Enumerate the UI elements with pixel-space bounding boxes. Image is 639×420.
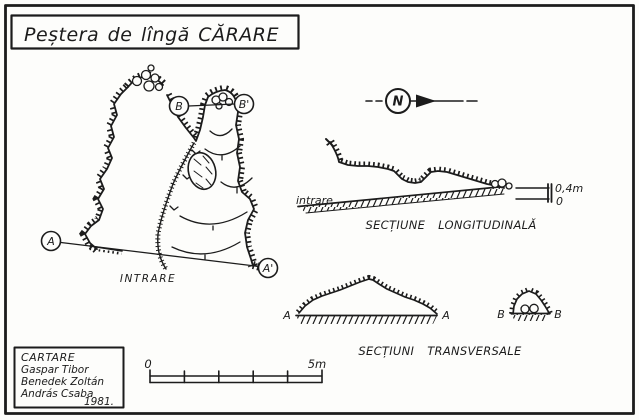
- elev-scale-bars: [547, 183, 553, 203]
- cross-section-aa: A A: [282, 274, 450, 324]
- block: [215, 102, 223, 110]
- scale-bar: 0 5m: [144, 357, 327, 384]
- survey-line-aa: A A': [40, 230, 279, 279]
- bb-left-label: B: [497, 308, 505, 321]
- right-lobe-line: [207, 89, 237, 102]
- plan-boulder: [187, 151, 217, 191]
- bb-line: [187, 103, 236, 107]
- outer-frame: [4, 4, 635, 415]
- credits-author-1: Gaspar Tibor: [21, 364, 89, 376]
- aa-line: [60, 241, 260, 268]
- aa-air-mask: [299, 279, 437, 317]
- ls-boulder: [490, 179, 500, 189]
- boulder-outline: [187, 151, 217, 191]
- marker-b-prime-circle: [233, 93, 255, 115]
- marker-a-label: A: [46, 235, 55, 248]
- longitudinal-section: 0,4m 0 intrare SECȚIUNE LONGITUDINALĂ: [296, 138, 583, 232]
- credits-border: [13, 346, 125, 409]
- block: [131, 75, 143, 87]
- title-box: Peștera de lîngă CĂRARE: [10, 14, 300, 50]
- survey-line-bb: B B': [168, 93, 255, 117]
- ls-entrance-curl: [325, 138, 334, 147]
- north-circle: [385, 88, 411, 114]
- marker-a-circle: [40, 230, 62, 252]
- cross-sections: A A B B SECȚIUNI TRANSVERSALE: [282, 274, 562, 358]
- boulder-hatch: [193, 155, 213, 189]
- ls-floor-line: [297, 185, 505, 208]
- block: [150, 73, 160, 83]
- plan-cave-interior: [85, 76, 254, 268]
- block: [140, 69, 152, 81]
- marker-a-prime-label: A': [262, 262, 274, 275]
- scale-bar-ticks: [149, 369, 323, 384]
- bb-boulder: [520, 304, 530, 314]
- elevation-scale: 0,4m 0: [515, 182, 583, 208]
- credits-box: CARTARE Gaspar Tibor Benedek Zoltán Andr…: [13, 346, 125, 409]
- north-label: N: [393, 95, 404, 110]
- block: [154, 82, 164, 92]
- ls-boulder: [497, 178, 507, 188]
- block: [147, 64, 155, 72]
- cross-section-bb: B B: [497, 286, 562, 321]
- interior-ledge-line: [157, 142, 195, 270]
- cave-plan: A A' B B' INTRARE: [40, 64, 279, 285]
- credits-heading: CARTARE: [21, 351, 75, 364]
- marker-b-circle: [168, 95, 190, 117]
- bb-boulder: [529, 303, 539, 314]
- credits-year: 1981.: [84, 396, 114, 408]
- aa-floor-hachure: [296, 316, 437, 324]
- elev-scale-lines: [515, 187, 550, 200]
- scale-max-label: 5m: [308, 357, 327, 371]
- aa-ceiling-line: [298, 278, 438, 315]
- bb-right-label: B: [554, 308, 562, 321]
- right-wall-line: [235, 100, 255, 267]
- ls-floor-hachure: [298, 186, 504, 213]
- plan-breakdown-blocks: [131, 64, 234, 110]
- map-title: Peștera de lîngă CĂRARE: [24, 23, 279, 46]
- scale-bar-lines: [149, 375, 323, 384]
- plan-entrance-label: INTRARE: [120, 273, 176, 285]
- aa-left-label: A: [282, 309, 291, 322]
- credits-author-2: Benedek Zoltán: [21, 376, 104, 388]
- bb-ceiling-line: [512, 290, 550, 315]
- block: [218, 92, 228, 102]
- aa-right-label: A: [441, 309, 450, 322]
- marker-b-label: B: [175, 100, 183, 113]
- left-wall-line: [84, 86, 129, 250]
- ls-entrance-label: intrare: [296, 194, 333, 207]
- marker-a-prime-circle: [257, 257, 279, 279]
- ls-boulder: [505, 182, 513, 190]
- title-box-border: [10, 14, 300, 50]
- ls-title: SECȚIUNE LONGITUDINALĂ: [366, 217, 537, 232]
- marker-b-prime-label: B': [239, 98, 250, 111]
- elev-scale-bottom-label: 0: [556, 195, 563, 208]
- credits-author-3: András Csaba: [20, 388, 93, 400]
- north-arrowhead-icon: [416, 94, 436, 108]
- block: [143, 80, 155, 92]
- ls-ceiling-line: [329, 141, 505, 189]
- ls-floor-underline: [305, 193, 505, 214]
- elev-scale-top-label: 0,4m: [555, 182, 583, 195]
- cross-sections-title: SECȚIUNI TRANSVERSALE: [358, 344, 522, 358]
- scale-min-label: 0: [144, 357, 151, 371]
- bb-floor-hachure: [511, 314, 550, 321]
- north-arrow: N: [365, 88, 478, 114]
